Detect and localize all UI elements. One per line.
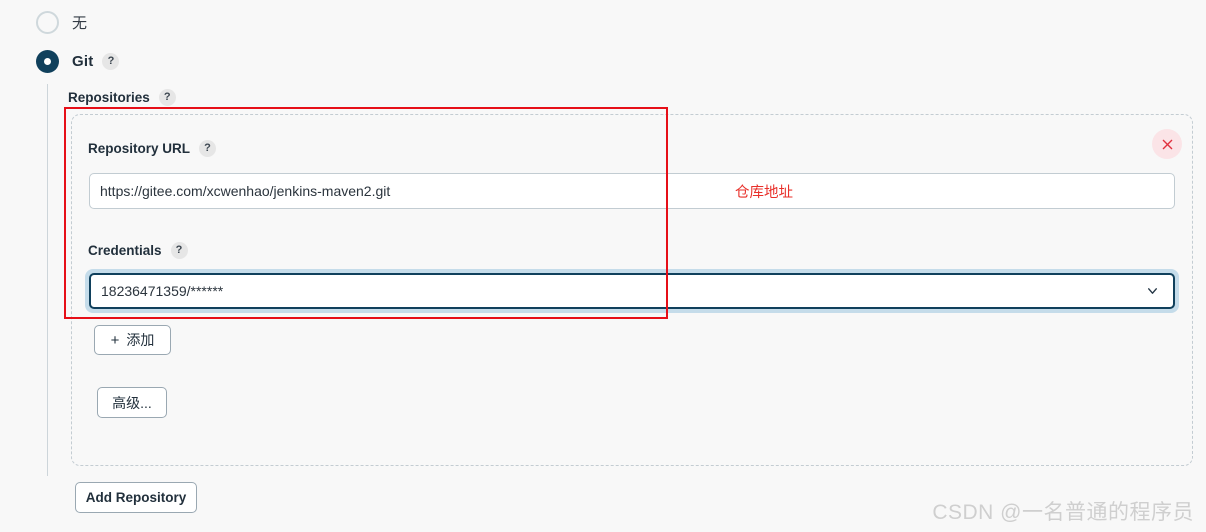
radio-label-git: Git xyxy=(72,53,94,70)
radio-label-none: 无 xyxy=(72,15,88,32)
radio-dot-icon xyxy=(44,58,51,65)
remove-repository-button[interactable] xyxy=(1152,129,1182,159)
chevron-down-icon[interactable] xyxy=(1146,285,1159,298)
credentials-select-wrapper[interactable]: 18236471359/****** xyxy=(85,269,1179,313)
annotation-label: 仓库地址 xyxy=(735,185,793,201)
repository-url-label: Repository URL ? xyxy=(88,140,217,157)
radio-option-none[interactable]: 无 xyxy=(36,11,87,34)
radio-icon-none[interactable] xyxy=(36,11,59,34)
radio-icon-git[interactable] xyxy=(36,50,59,73)
repository-url-label-text: Repository URL xyxy=(88,141,191,156)
close-icon xyxy=(1162,139,1172,149)
help-icon-git[interactable]: ? xyxy=(102,53,120,70)
help-icon-repositories[interactable]: ? xyxy=(158,89,176,106)
credentials-label: Credentials ? xyxy=(88,242,188,259)
add-repository-button[interactable]: Add Repository xyxy=(75,482,197,513)
add-credentials-button[interactable]: + 添加 xyxy=(94,325,171,355)
credentials-select[interactable]: 18236471359/****** xyxy=(89,273,1175,309)
repositories-section-label: Repositories ? xyxy=(68,89,176,106)
watermark: CSDN @一名普通的程序员 xyxy=(932,501,1194,524)
credentials-select-value: 18236471359/****** xyxy=(101,283,224,299)
help-icon-credentials[interactable]: ? xyxy=(170,242,188,259)
radio-option-git[interactable]: Git ? xyxy=(36,50,120,73)
help-icon-repository-url[interactable]: ? xyxy=(199,140,217,157)
repository-panel xyxy=(71,114,1193,466)
indent-guide-line xyxy=(47,84,48,476)
advanced-button[interactable]: 高级... xyxy=(97,387,167,418)
add-credentials-label: 添加 xyxy=(126,332,155,348)
credentials-label-text: Credentials xyxy=(88,243,162,258)
repositories-label-text: Repositories xyxy=(68,90,150,105)
plus-icon: + xyxy=(110,331,120,349)
repository-url-input[interactable]: https://gitee.com/xcwenhao/jenkins-maven… xyxy=(89,173,1175,209)
